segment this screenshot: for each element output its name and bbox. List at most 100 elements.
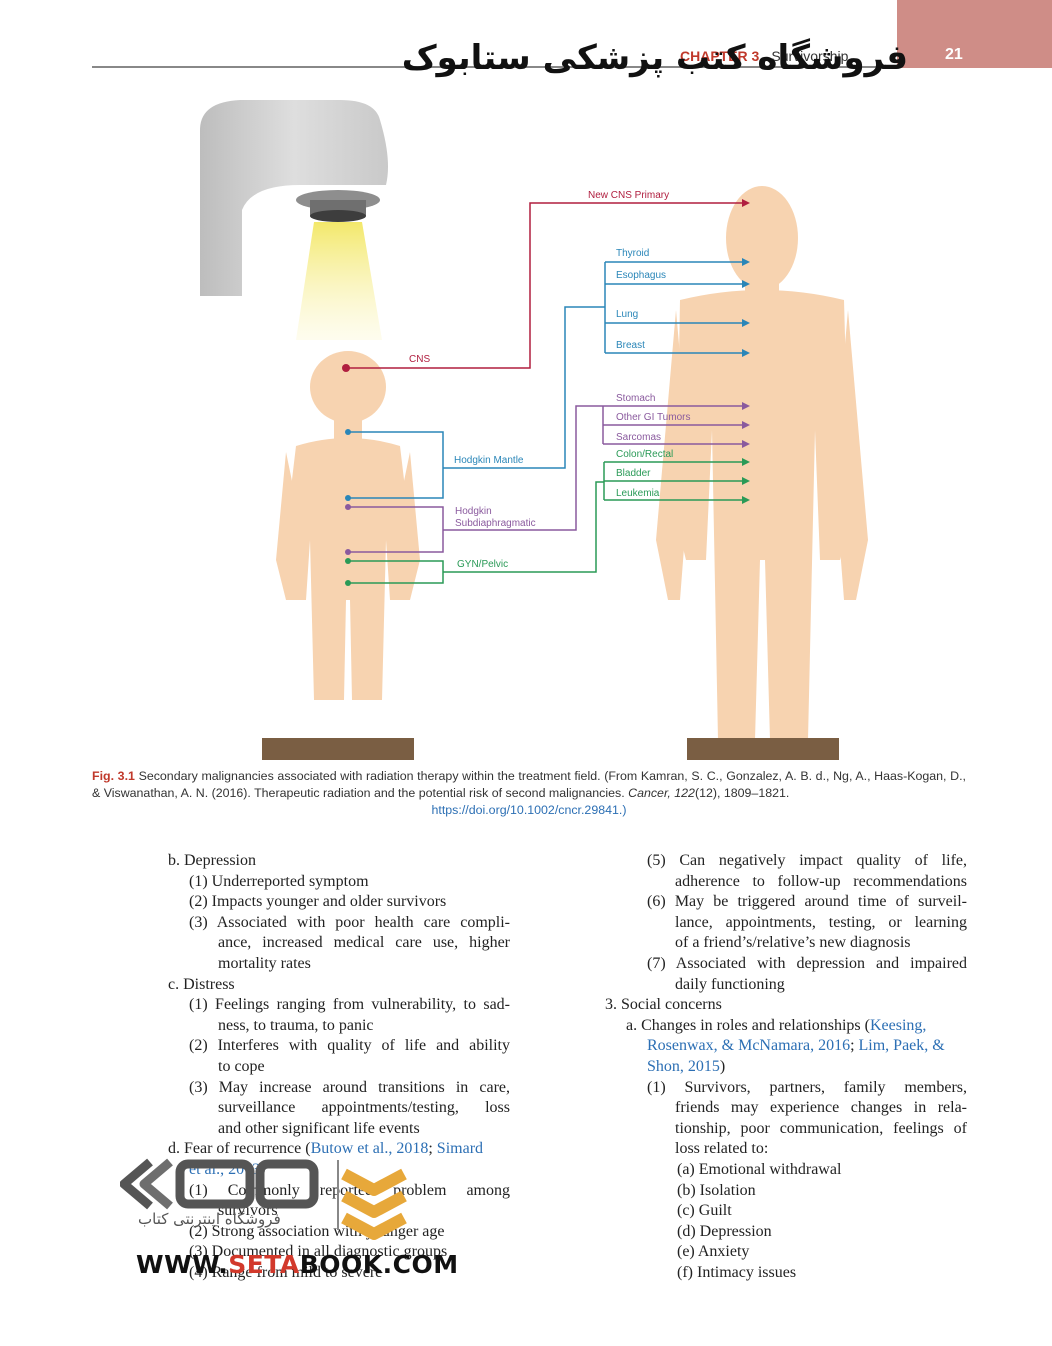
list-item: (4) Range from mild to severe: [189, 1263, 383, 1281]
caption-doi-link[interactable]: https://doi.org/10.1002/cncr.29841.): [431, 803, 627, 817]
text-run: ): [719, 1057, 726, 1075]
label-leukemia: Leukemia: [616, 488, 660, 499]
subdiaphragmatic-arrows: [345, 402, 750, 555]
label-breast: Breast: [616, 340, 645, 351]
list-item: a. Changes in roles and relationships (K…: [605, 1016, 967, 1037]
list-item: mortality rates: [218, 954, 311, 972]
list-item: friends may experience changes in rela-: [675, 1099, 967, 1117]
label-hodgkin-mantle: Hodgkin Mantle: [454, 455, 524, 466]
header-rule: [92, 66, 898, 68]
list-item: adherence to follow-up recommendations: [675, 872, 967, 890]
list-item: (c) Guilt: [677, 1202, 732, 1220]
watermark-fa-text: فروشگاه اینترنتی کتاب: [138, 1210, 281, 1228]
label-hodgkin-sub-2: Subdiaphragmatic: [455, 518, 536, 529]
label-gyn-pelvic: GYN/Pelvic: [457, 559, 508, 570]
list-item: of a friend’s/relative’s new diagnosis: [675, 934, 911, 952]
list-item: (5) Can negatively impact quality of lif…: [647, 852, 967, 869]
list-item: (2) Interferes with quality of life and …: [189, 1037, 510, 1055]
list-item: loss related to:: [675, 1140, 769, 1158]
list-item: d. Fear of recurrence (Butow et al., 201…: [168, 1139, 510, 1160]
list-item: to cope: [218, 1057, 265, 1075]
running-head: CHAPTER 3 Survivorship: [680, 48, 848, 64]
list-item: ness, to trauma, to panic: [218, 1016, 374, 1034]
watermark-title: فروشگاه کتب پزشکی ستابوک: [401, 38, 908, 78]
list-item: (3) Documented in all diagnostic groups: [189, 1243, 448, 1261]
subdiaphragmatic-path: [348, 405, 742, 553]
list-item: surveillance appointments/testing, loss: [218, 1099, 510, 1117]
label-hodgkin-sub-1: Hodgkin: [455, 506, 492, 517]
list-item: b. Depression: [168, 852, 256, 869]
citation-link[interactable]: Shon, 2015: [647, 1057, 720, 1075]
caption-text: Secondary malignancies associated with r…: [92, 769, 966, 800]
left-column: b. Depression (1) Underreported symptom …: [168, 851, 510, 1283]
radiation-machine: [200, 100, 388, 340]
list-item: (d) Depression: [677, 1222, 772, 1240]
label-colon-rectal: Colon/Rectal: [616, 449, 673, 460]
text-run: a. Changes in roles and relationships (: [626, 1016, 870, 1034]
list-item: (e) Anxiety: [677, 1243, 750, 1261]
right-column: (5) Can negatively impact quality of lif…: [605, 851, 967, 1283]
list-item: (1) Commonly reported problem among: [189, 1181, 510, 1199]
list-item: (7) Associated with depression and impai…: [647, 954, 967, 972]
citation-link[interactable]: Keesing,: [869, 1016, 927, 1034]
label-thyroid: Thyroid: [616, 248, 649, 259]
list-item: lance, appointments, testing, or learnin…: [675, 913, 967, 931]
cns-dot: [342, 364, 350, 372]
citation-link[interactable]: Lim, Paek, &: [858, 1037, 945, 1055]
text-run: d. Fear of recurrence (: [168, 1140, 311, 1158]
list-item: and other significant life events: [218, 1119, 420, 1137]
list-item: tionship, poor communication, feelings o…: [675, 1119, 967, 1137]
watermark-url: WWW.SETABOOK.COM: [136, 1250, 459, 1279]
list-item: (1) Feelings ranging from vulnerability,…: [189, 996, 510, 1014]
list-item: (1) Survivors, partners, family members,: [647, 1078, 967, 1096]
section-label: Survivorship: [771, 48, 849, 64]
label-stomach: Stomach: [616, 393, 655, 404]
child-ground: [262, 738, 414, 760]
figure-number: Fig. 3.1: [92, 769, 135, 783]
text-run: ;: [850, 1037, 859, 1055]
citation-link[interactable]: Simard: [436, 1140, 484, 1158]
citation-link[interactable]: Rosenwax, & McNamara, 2016: [647, 1037, 851, 1055]
pelvic-arrows: [345, 458, 750, 586]
list-item: Shon, 2015): [605, 1057, 967, 1078]
url-part: BOOK.COM: [299, 1250, 459, 1279]
cns-path: [346, 199, 750, 369]
page-header: CHAPTER 3 Survivorship 21 فروشگاه کتب پزش…: [402, 36, 980, 78]
url-part: SETA: [228, 1250, 300, 1279]
label-bladder: Bladder: [616, 468, 651, 479]
corner-tab: [897, 0, 1052, 68]
mantle-path: [348, 261, 742, 499]
list-item: (b) Isolation: [677, 1181, 756, 1199]
radiation-figure: CNS Hodgkin Mantle Hodgkin Subdiaphragma…: [200, 100, 868, 760]
list-item: (3) Associated with poor health care com…: [189, 913, 510, 931]
label-lung: Lung: [616, 309, 638, 320]
chapter-label: CHAPTER 3: [680, 48, 760, 64]
label-esophagus: Esophagus: [616, 270, 666, 281]
list-item: 3. Social concerns: [605, 996, 722, 1014]
caption-journal: Cancer, 122: [628, 786, 695, 800]
list-item: (a) Emotional withdrawal: [677, 1160, 842, 1178]
label-sarcomas: Sarcomas: [616, 432, 661, 443]
list-item: Rosenwax, & McNamara, 2016; Lim, Paek, &: [605, 1036, 967, 1057]
list-item: (2) Impacts younger and older survivors: [189, 893, 447, 911]
setabook-logo-mark: [120, 1158, 407, 1240]
caption-rest: (12), 1809–1821.: [694, 786, 790, 800]
page-number: 21: [945, 46, 963, 63]
citation-link[interactable]: Butow et al., 2018: [310, 1140, 429, 1158]
label-new-cns: New CNS Primary: [588, 190, 669, 201]
list-item: ance, increased medical care use, higher: [218, 934, 510, 952]
adult-ground: [687, 738, 839, 760]
label-other-gi: Other GI Tumors: [616, 412, 690, 423]
label-cns: CNS: [409, 354, 430, 365]
figure-caption: Fig. 3.1 Secondary malignancies associat…: [92, 768, 966, 819]
mantle-arrows: [345, 258, 750, 501]
child-figure: [276, 351, 420, 700]
adult-figure: [656, 186, 868, 740]
list-item: (6) May be triggered around time of surv…: [647, 893, 967, 911]
list-item: daily functioning: [675, 975, 785, 993]
list-item: (1) Underreported symptom: [189, 872, 369, 890]
pelvic-path: [348, 461, 742, 584]
url-part: WWW.: [136, 1250, 229, 1279]
text-run: ;: [428, 1140, 437, 1158]
list-item: (f) Intimacy issues: [677, 1263, 797, 1281]
